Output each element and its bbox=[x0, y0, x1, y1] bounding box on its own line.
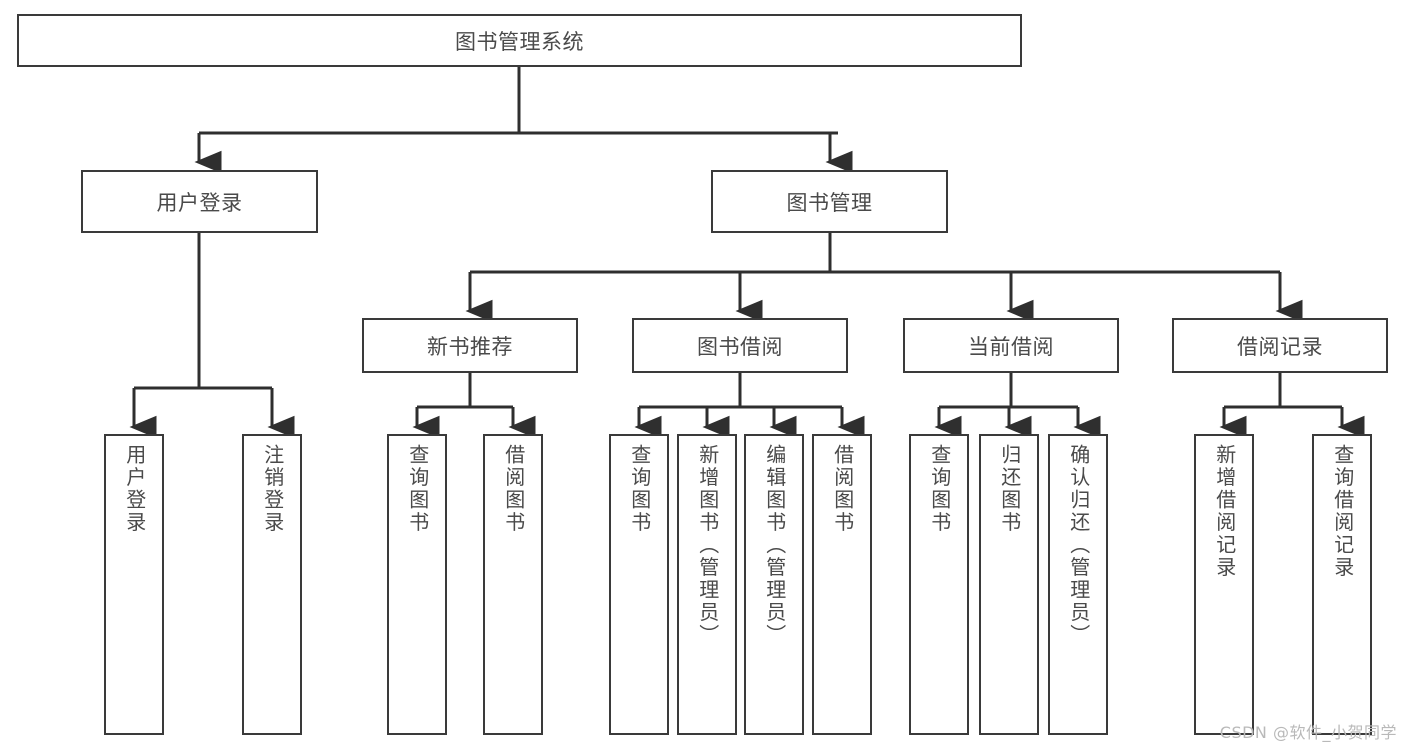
node-label-leaf-edit-book: 编辑图书（管理员） bbox=[762, 444, 787, 647]
node-root[interactable]: 图书管理系统 bbox=[17, 14, 1022, 67]
node-label-leaf-query-book-1: 查询图书 bbox=[405, 444, 430, 534]
node-leaf-user-logout[interactable]: 注销登录 bbox=[242, 434, 302, 735]
node-label-leaf-borrow-book-1: 借阅图书 bbox=[501, 444, 526, 534]
node-label-leaf-query-book-2: 查询图书 bbox=[627, 444, 652, 534]
node-label-leaf-user-login: 用户登录 bbox=[122, 444, 147, 534]
node-label-leaf-user-logout: 注销登录 bbox=[260, 444, 285, 534]
node-leaf-borrow-book-1[interactable]: 借阅图书 bbox=[483, 434, 543, 735]
node-borrow-record[interactable]: 借阅记录 bbox=[1172, 318, 1388, 373]
node-label-user-login: 用户登录 bbox=[156, 190, 243, 215]
node-leaf-query-book-3[interactable]: 查询图书 bbox=[909, 434, 969, 735]
node-leaf-query-record[interactable]: 查询借阅记录 bbox=[1312, 434, 1372, 735]
node-label-current-borrow: 当前借阅 bbox=[968, 334, 1054, 359]
node-label-book-borrow: 图书借阅 bbox=[697, 334, 783, 359]
node-user-login[interactable]: 用户登录 bbox=[81, 170, 318, 233]
node-leaf-edit-book[interactable]: 编辑图书（管理员） bbox=[744, 434, 804, 735]
node-leaf-query-book-2[interactable]: 查询图书 bbox=[609, 434, 669, 735]
node-label-leaf-confirm-return: 确认归还（管理员） bbox=[1066, 444, 1091, 647]
node-label-leaf-add-book: 新增图书（管理员） bbox=[695, 444, 720, 647]
node-leaf-add-book[interactable]: 新增图书（管理员） bbox=[677, 434, 737, 735]
node-book-manage[interactable]: 图书管理 bbox=[711, 170, 948, 233]
node-book-borrow[interactable]: 图书借阅 bbox=[632, 318, 848, 373]
node-label-leaf-query-record: 查询借阅记录 bbox=[1330, 444, 1355, 579]
node-current-borrow[interactable]: 当前借阅 bbox=[903, 318, 1119, 373]
node-label-new-book-recommend: 新书推荐 bbox=[427, 334, 513, 359]
watermark-text: CSDN @软件_小贺同学 bbox=[1219, 723, 1397, 742]
node-leaf-user-login[interactable]: 用户登录 bbox=[104, 434, 164, 735]
node-label-leaf-query-book-3: 查询图书 bbox=[927, 444, 952, 534]
node-leaf-confirm-return[interactable]: 确认归还（管理员） bbox=[1048, 434, 1108, 735]
node-leaf-return-book[interactable]: 归还图书 bbox=[979, 434, 1039, 735]
node-leaf-add-record[interactable]: 新增借阅记录 bbox=[1194, 434, 1254, 735]
node-label-root: 图书管理系统 bbox=[455, 29, 584, 54]
node-leaf-query-book-1[interactable]: 查询图书 bbox=[387, 434, 447, 735]
node-label-leaf-add-record: 新增借阅记录 bbox=[1212, 444, 1237, 579]
node-label-borrow-record: 借阅记录 bbox=[1237, 334, 1323, 359]
node-label-leaf-return-book: 归还图书 bbox=[997, 444, 1022, 534]
node-new-book-recommend[interactable]: 新书推荐 bbox=[362, 318, 578, 373]
node-leaf-borrow-book-2[interactable]: 借阅图书 bbox=[812, 434, 872, 735]
node-label-book-manage: 图书管理 bbox=[786, 190, 873, 215]
node-label-leaf-borrow-book-2: 借阅图书 bbox=[830, 444, 855, 534]
